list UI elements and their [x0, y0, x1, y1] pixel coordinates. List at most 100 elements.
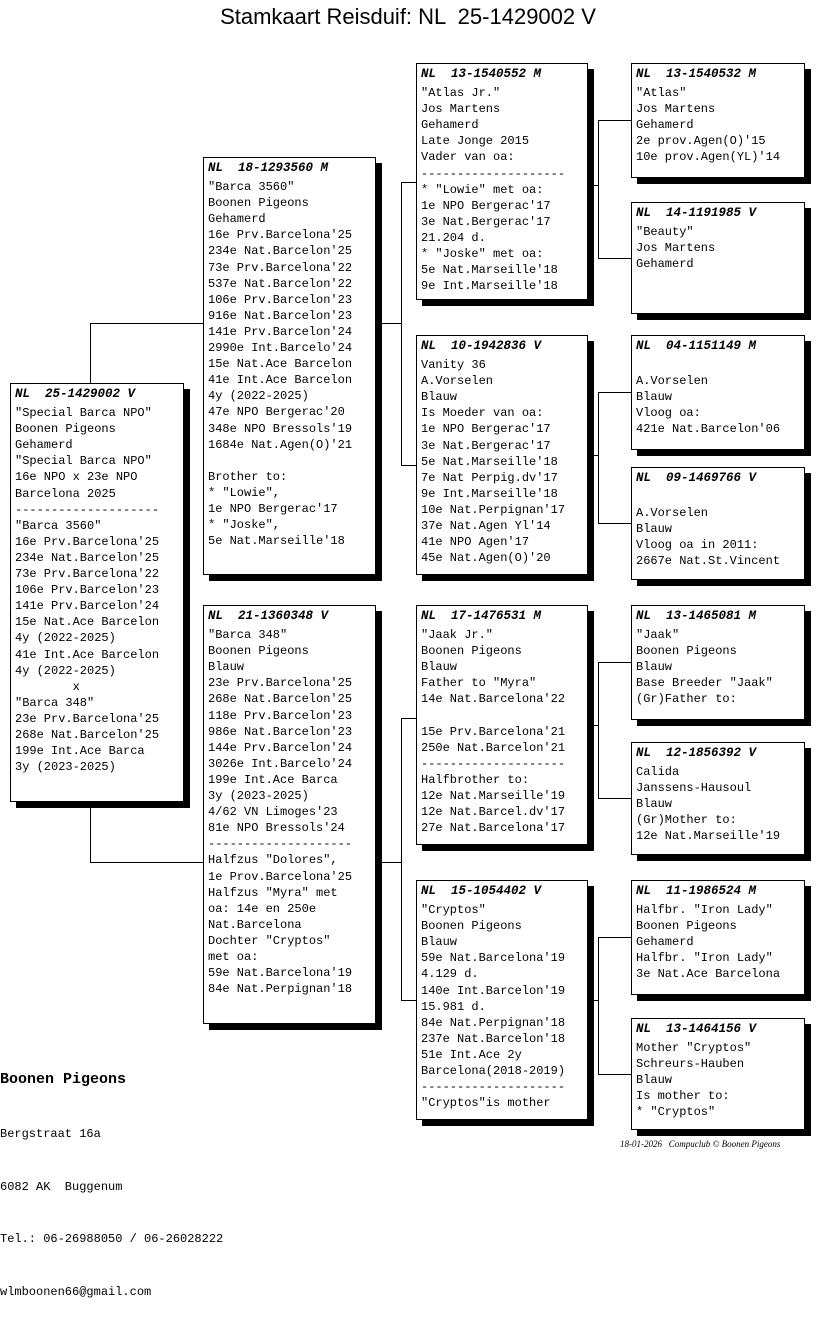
ring-number: NL 13-1465081 M [636, 609, 757, 623]
breeder-info: Boonen Pigeons Bergstraat 16a 6082 AK Bu… [0, 1034, 223, 1319]
pigeon-info-line: -------------------- [421, 1080, 566, 1095]
page-title: Stamkaart Reisduif: NL 25-1429002 V [220, 4, 596, 29]
pigeon-info-line: 3y (2023-2025) [15, 760, 116, 775]
pigeon-info-line: 23e Prv.Barcelona'25 [208, 676, 353, 691]
pigeon-info-line: Halfzus "Myra" met [208, 885, 338, 900]
pigeon-info-line: 234e Nat.Barcelon'25 [208, 244, 353, 259]
ring-number: NL 25-1429002 V [15, 387, 136, 401]
pigeon-info-line: Gehamerd [636, 257, 694, 272]
pigeon-info-line: 16e Prv.Barcelona'25 [208, 228, 353, 243]
pigeon-card-sire: NL 18-1293560 M"Barca 3560"Boonen Pigeon… [203, 157, 376, 575]
ring-number: NL 14-1191985 V [636, 206, 757, 220]
pigeon-info-line: Jos Martens [636, 102, 716, 117]
pigeon-info-line: "Barca 3560" [208, 180, 295, 195]
pigeon-info-line: Halfbrother to: [421, 772, 530, 787]
pigeon-info-line: "Barca 348" [208, 628, 288, 643]
pigeon-info-line: 59e Nat.Barcelona'19 [421, 951, 566, 966]
pigeon-info-line: 141e Prv.Barcelon'24 [208, 324, 353, 339]
pigeon-info-line: 1e NPO Bergerac'17 [421, 422, 551, 437]
pigeon-card-subject: NL 25-1429002 V"Special Barca NPO"Boonen… [10, 383, 184, 802]
ring-number: NL 04-1151149 M [636, 339, 757, 353]
pigeon-info-line: 1e NPO Bergerac'17 [208, 501, 338, 516]
pigeon-info-line: * "Cryptos" [636, 1105, 716, 1120]
connector-subject-sire [90, 323, 203, 383]
ring-number: NL 11-1986524 M [636, 884, 757, 898]
pigeon-info-line: Gehamerd [421, 118, 479, 133]
pigeon-info-line: 5e Nat.Marseille'18 [208, 534, 345, 549]
pigeon-info-line: * "Joske" met oa: [421, 247, 544, 262]
pigeon-info-line: Boonen Pigeons [636, 644, 737, 659]
pigeon-info-line: 73e Prv.Barcelona'22 [208, 260, 353, 275]
pigeon-info-line: Father to "Myra" [421, 676, 537, 691]
pigeon-info-line: -------------------- [421, 166, 566, 181]
pigeon-info-line: 916e Nat.Barcelon'23 [208, 308, 353, 323]
pigeon-info-line: 237e Nat.Barcelon'18 [421, 1031, 566, 1046]
pigeon-info-line: "Special Barca NPO" [15, 406, 152, 421]
footer-credit: 18-01-2026 Compuclub © Boonen Pigeons [620, 1139, 781, 1149]
ring-number: NL 17-1476531 M [421, 609, 542, 623]
pigeon-info-line: Late Jonge 2015 [421, 134, 530, 149]
pigeon-info-line: A.Vorselen [421, 374, 494, 389]
pigeon-info-line: 3026e Int.Barcelo'24 [208, 756, 353, 771]
pigeon-info-line: 12e Nat.Marseille'19 [636, 829, 781, 844]
pigeon-info-line: Blauw [208, 660, 245, 675]
pigeon-info-line [636, 357, 804, 373]
pigeon-info-line: Nat.Barcelona [208, 917, 302, 932]
pigeon-info-line: Blauw [421, 390, 458, 405]
pigeon-info-line: Gehamerd [208, 212, 266, 227]
pigeon-info-line: "Jaak" [636, 628, 680, 643]
pigeon-info-line: Blauw [421, 935, 458, 950]
pigeon-info-line: Blauw [421, 660, 458, 675]
pedigree-connectors [90, 120, 631, 1075]
pigeon-info-line: 118e Prv.Barcelon'23 [208, 708, 353, 723]
pigeon-info-line: met oa: [208, 949, 259, 964]
ring-number: NL 18-1293560 M [208, 161, 329, 175]
pigeon-info-line: 106e Prv.Barcelon'23 [208, 292, 353, 307]
ring-number: NL 13-1540532 M [636, 67, 757, 81]
pigeon-info-line: 37e Nat.Agen Yl'14 [421, 519, 551, 534]
pigeon-info-line: 10e Nat.Perpignan'17 [421, 502, 566, 517]
pigeon-info-line: "Atlas Jr." [421, 86, 501, 101]
pigeon-info-line: Calida [636, 765, 680, 780]
pigeon-info-line: 986e Nat.Barcelon'23 [208, 724, 353, 739]
connector-ss-parents [588, 120, 631, 259]
pigeon-info-line: "Atlas" [636, 86, 687, 101]
pigeon-info-line: Vloog oa: [636, 406, 701, 421]
pigeon-info-line: "Barca 3560" [15, 518, 102, 533]
pigeon-info-line: Boonen Pigeons [636, 919, 737, 934]
pigeon-info-line: 4/62 VN Limoges'23 [208, 805, 338, 820]
pigeon-info-line: Blauw [636, 390, 673, 405]
connector-dd-parents [588, 937, 631, 1075]
pigeon-info-line: 23e Prv.Barcelona'25 [15, 711, 160, 726]
pigeon-info-line: Gehamerd [15, 438, 73, 453]
pigeon-info-line: -------------------- [208, 837, 353, 852]
pigeon-info-line: 250e Nat.Barcelon'21 [421, 740, 566, 755]
pigeon-info-line: Halfbr. "Iron Lady" [636, 951, 773, 966]
pigeon-info-line: x [15, 679, 80, 694]
pigeon-info-line: 73e Prv.Barcelona'22 [15, 567, 160, 582]
pigeon-info-line: 45e Nat.Agen(O)'20 [421, 551, 551, 566]
pigeon-info-line [636, 489, 804, 505]
pigeon-info-line: 12e Nat.Barcel.dv'17 [421, 805, 566, 820]
pigeon-info-line: 3e Nat.Bergerac'17 [421, 438, 551, 453]
pigeon-info-line: 268e Nat.Barcelon'25 [208, 692, 353, 707]
ring-number: NL 21-1360348 V [208, 609, 329, 623]
pigeon-info-line: 3e Nat.Ace Barcelona [636, 967, 781, 982]
pigeon-info-line: Halfbr. "Iron Lady" [636, 903, 773, 918]
pigeon-info-line: 1684e Nat.Agen(O)'21 [208, 437, 353, 452]
ring-number: NL 15-1054402 V [421, 884, 542, 898]
pigeon-info-line: 59e Nat.Barcelona'19 [208, 966, 353, 981]
pigeon-info-line: 15e Prv.Barcelona'21 [421, 724, 566, 739]
pigeon-info-line: 21.204 d. [421, 230, 486, 245]
pigeon-info-line: 199e Int.Ace Barca [208, 772, 338, 787]
pigeon-info-line: 9e Int.Marseille'18 [421, 279, 558, 294]
pigeon-info-line: 9e Int.Marseille'18 [421, 486, 558, 501]
connector-dam-parents [376, 718, 416, 1001]
pigeon-info-line: 268e Nat.Barcelon'25 [15, 727, 160, 742]
